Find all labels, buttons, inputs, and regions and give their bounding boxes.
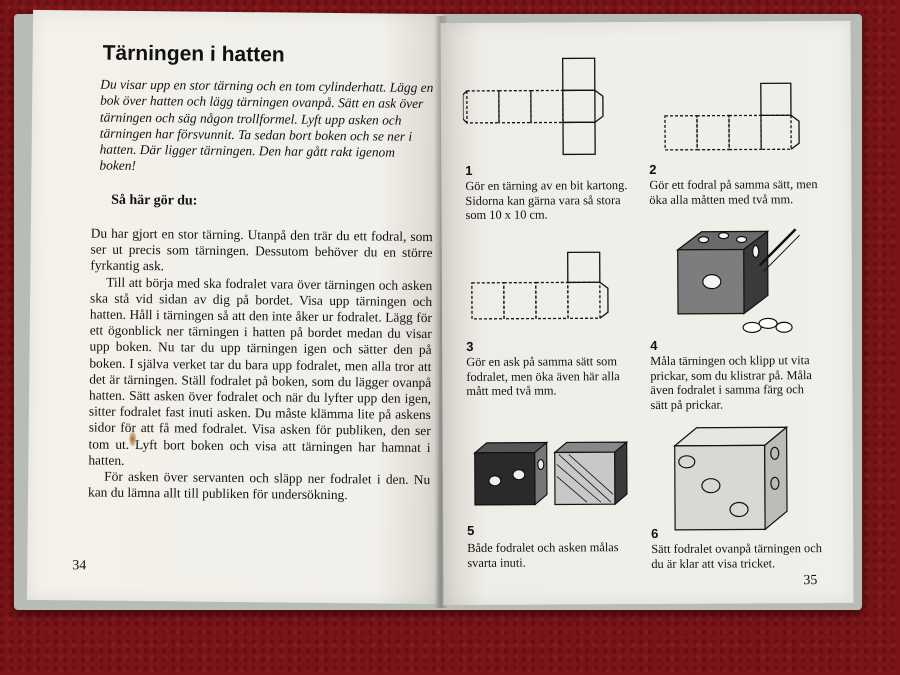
- page-number-right: 35: [803, 573, 818, 589]
- page-title: Tärningen i hatten: [102, 41, 285, 67]
- step-number: 5: [467, 522, 475, 538]
- step-caption: Sätt fodralet ovanpå tärningen och du är…: [651, 541, 822, 571]
- step-number: 1: [465, 162, 473, 178]
- step-caption: Gör ett fodral på samma sätt, men öka al…: [649, 177, 818, 207]
- step-caption: Gör en ask på samma sätt som fodralet, m…: [466, 354, 620, 399]
- assembled-die-illustration: [673, 426, 789, 531]
- cube-net-illustration: [462, 57, 604, 156]
- instructions-body: Du har gjort en stor tärning. Utanpå den…: [88, 225, 433, 504]
- body-paragraph: Du har gjort en stor tärning. Utanpå den…: [90, 225, 433, 274]
- left-page: Tärningen i hatten Du visar upp en stor …: [26, 9, 444, 605]
- step-number: 6: [651, 525, 659, 541]
- step-number: 4: [650, 337, 658, 353]
- painted-die-illustration: [675, 228, 800, 334]
- black-interior-illustration: [473, 440, 629, 506]
- intro-paragraph: Du visar upp en stor tärning och en tom …: [99, 76, 434, 174]
- page-number-left: 34: [72, 558, 87, 574]
- step-caption: Måla tärningen och klipp ut vita prickar…: [650, 353, 812, 412]
- right-page: 1 Gör en tärning av en bit kartong. Sido…: [440, 20, 854, 606]
- case-net-illustration: [664, 82, 800, 151]
- instructions-heading: Så här gör du:: [111, 192, 198, 209]
- step-number: 2: [649, 161, 657, 177]
- step-caption: Gör en tärning av en bit kartong. Sidorn…: [465, 178, 628, 223]
- step-caption: Både fodralet och asken målas svarta inu…: [467, 540, 619, 570]
- step-number: 3: [466, 338, 474, 354]
- box-net-illustration: [471, 251, 609, 320]
- body-paragraph: För asken över servanten och släpp ner f…: [87, 468, 431, 503]
- body-paragraph: Till att börja med ska fodralet vara öve…: [88, 274, 433, 468]
